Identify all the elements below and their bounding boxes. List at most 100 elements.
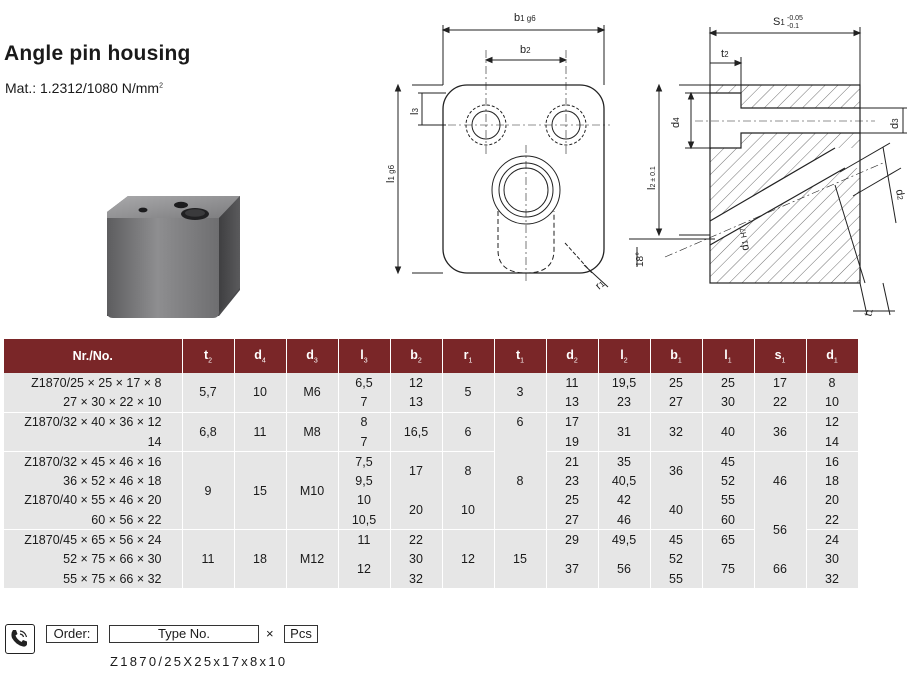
cell-b1: 40 (650, 490, 703, 530)
cell-l3: 10 (338, 490, 391, 511)
col-header-d1: d1 (806, 339, 859, 373)
cell-l1: 55 (702, 490, 755, 511)
cell-l3: 7 (338, 392, 391, 413)
cell-t2: 11 (182, 529, 235, 589)
cell-nr: Z1870/40 × 55 × 46 × 20 (4, 490, 183, 511)
cell-l3: 9,5 (338, 471, 391, 491)
cell-l3: 7,5 (338, 451, 391, 472)
cell-l2: 46 (598, 510, 651, 530)
table-row: 14 7 8 19 14 (4, 431, 859, 530)
cell-r1: 10 (442, 490, 495, 530)
cell-s1: 17 (754, 373, 807, 393)
dim-r1: r1 (593, 278, 607, 293)
dim-t1: t1 (862, 307, 876, 318)
col-header-t2: t2 (182, 339, 235, 373)
side-view-drawing: S1 -0.05 -0.1 t2 d4 l2 ± 0.1 d3 d2 d1 H7… (629, 15, 907, 318)
cell-d1: 32 (806, 568, 859, 589)
dim-s1-tol-top: -0.05 (787, 15, 803, 22)
col-header-nr: Nr./No. (4, 339, 183, 373)
cell-l3: 6,5 (338, 373, 391, 393)
cell-b2: 16,5 (390, 411, 443, 452)
cell-d1: 14 (806, 431, 859, 452)
material-unit-sup: 2 (159, 82, 163, 90)
cell-l3: 12 (338, 549, 391, 589)
cell-d2: 19 (546, 431, 599, 452)
table-row: 60 × 56 × 22 10,5 27 46 60 56 22 (4, 510, 859, 550)
table-row: Z1870/45 × 65 × 56 × 24 11 18 M12 11 22 … (4, 529, 859, 589)
cell-l2: 42 (598, 490, 651, 511)
order-label: Order: (46, 625, 98, 643)
cell-d1: 16 (806, 451, 859, 472)
col-header-b1: b1 (650, 339, 703, 373)
col-header-t1: t1 (494, 339, 547, 373)
front-view-drawing: b1 g6 b2 l1 g6 l3 r1 (385, 12, 610, 293)
table-row: Z1870/32 × 40 × 36 × 12 6,8 11 M8 8 16,5… (4, 411, 859, 452)
cell-t2: 6,8 (182, 411, 235, 452)
type-number-field: Type No. (109, 625, 259, 643)
table-header-row: Nr./No. t2 d4 d3 l3 b2 r1 t1 d2 l2 b1 l1… (4, 339, 859, 373)
cell-d4: 15 (234, 451, 287, 530)
dim-d4: d4 (670, 117, 682, 128)
cell-d1: 10 (806, 392, 859, 413)
cell-b1: 45 (650, 529, 703, 550)
cell-d1: 12 (806, 411, 859, 432)
cell-t1: 3 (494, 373, 547, 413)
col-header-l3: l3 (338, 339, 391, 373)
cell-l1: 30 (702, 392, 755, 413)
cell-d1: 30 (806, 549, 859, 569)
cell-d3: M8 (286, 411, 339, 452)
cell-d1: 18 (806, 471, 859, 491)
cell-b1: 55 (650, 568, 703, 589)
cell-r1: 8 (442, 451, 495, 491)
dim-b2: b2 (520, 44, 531, 56)
cell-d2: 29 (546, 529, 599, 550)
col-header-l2: l2 (598, 339, 651, 373)
dim-s1-tol-bottom: -0.1 (787, 23, 799, 30)
cell-d1: 22 (806, 510, 859, 530)
dim-t2: t2 (721, 48, 729, 60)
cell-r1: 6 (442, 411, 495, 452)
cell-nr: 36 × 52 × 46 × 18 (4, 471, 183, 491)
cell-l3: 8 (338, 411, 391, 432)
cell-nr: 60 × 56 × 22 (4, 510, 183, 530)
cell-l2: 40,5 (598, 471, 651, 491)
cell-t1: 8 (494, 431, 547, 530)
dim-d1: d1 H7 (736, 226, 752, 251)
col-header-r1: r1 (442, 339, 495, 373)
cell-nr: Z1870/45 × 65 × 56 × 24 (4, 529, 183, 550)
cell-d2: 37 (546, 549, 599, 589)
cell-d2: 13 (546, 392, 599, 413)
cell-s1: 22 (754, 392, 807, 413)
cell-b1: 25 (650, 373, 703, 393)
cell-d3: M12 (286, 529, 339, 589)
cell-nr: Z1870/32 × 45 × 46 × 16 (4, 451, 183, 472)
cell-d2: 27 (546, 510, 599, 530)
col-header-d3: d3 (286, 339, 339, 373)
col-header-d4: d4 (234, 339, 287, 373)
order-example: Z1870/25X25x17x8x10 (110, 654, 288, 669)
cell-nr: 55 × 75 × 66 × 32 (4, 568, 183, 589)
product-title: Angle pin housing (4, 42, 191, 65)
cell-nr: Z1870/25 × 25 × 17 × 8 (4, 373, 183, 393)
cell-t1: 6 (494, 411, 547, 432)
dim-b1: b1 g6 (514, 12, 536, 24)
cell-b2: 17 (390, 451, 443, 491)
material-text: Mat.: 1.2312/1080 N/mm (5, 80, 160, 96)
cell-l3: 11 (338, 529, 391, 550)
cell-d1: 20 (806, 490, 859, 511)
cell-nr: 52 × 75 × 66 × 30 (4, 549, 183, 569)
cell-d4: 11 (234, 411, 287, 452)
cell-b2: 32 (390, 568, 443, 589)
pcs-field: Pcs (284, 625, 318, 643)
cell-l2: 49,5 (598, 529, 651, 550)
cell-l2: 23 (598, 392, 651, 413)
cell-d2: 25 (546, 490, 599, 511)
cell-b1: 52 (650, 549, 703, 569)
cell-l1: 65 (702, 529, 755, 550)
cell-b1: 32 (650, 411, 703, 452)
cell-s1: 56 (754, 510, 807, 550)
dim-l2: l2 ± 0.1 (646, 166, 658, 190)
cell-nr: 27 × 30 × 22 × 10 (4, 392, 183, 413)
cell-d4: 10 (234, 373, 287, 413)
table-row: Z1870/40 × 55 × 46 × 20 10 20 10 25 42 4… (4, 490, 859, 530)
